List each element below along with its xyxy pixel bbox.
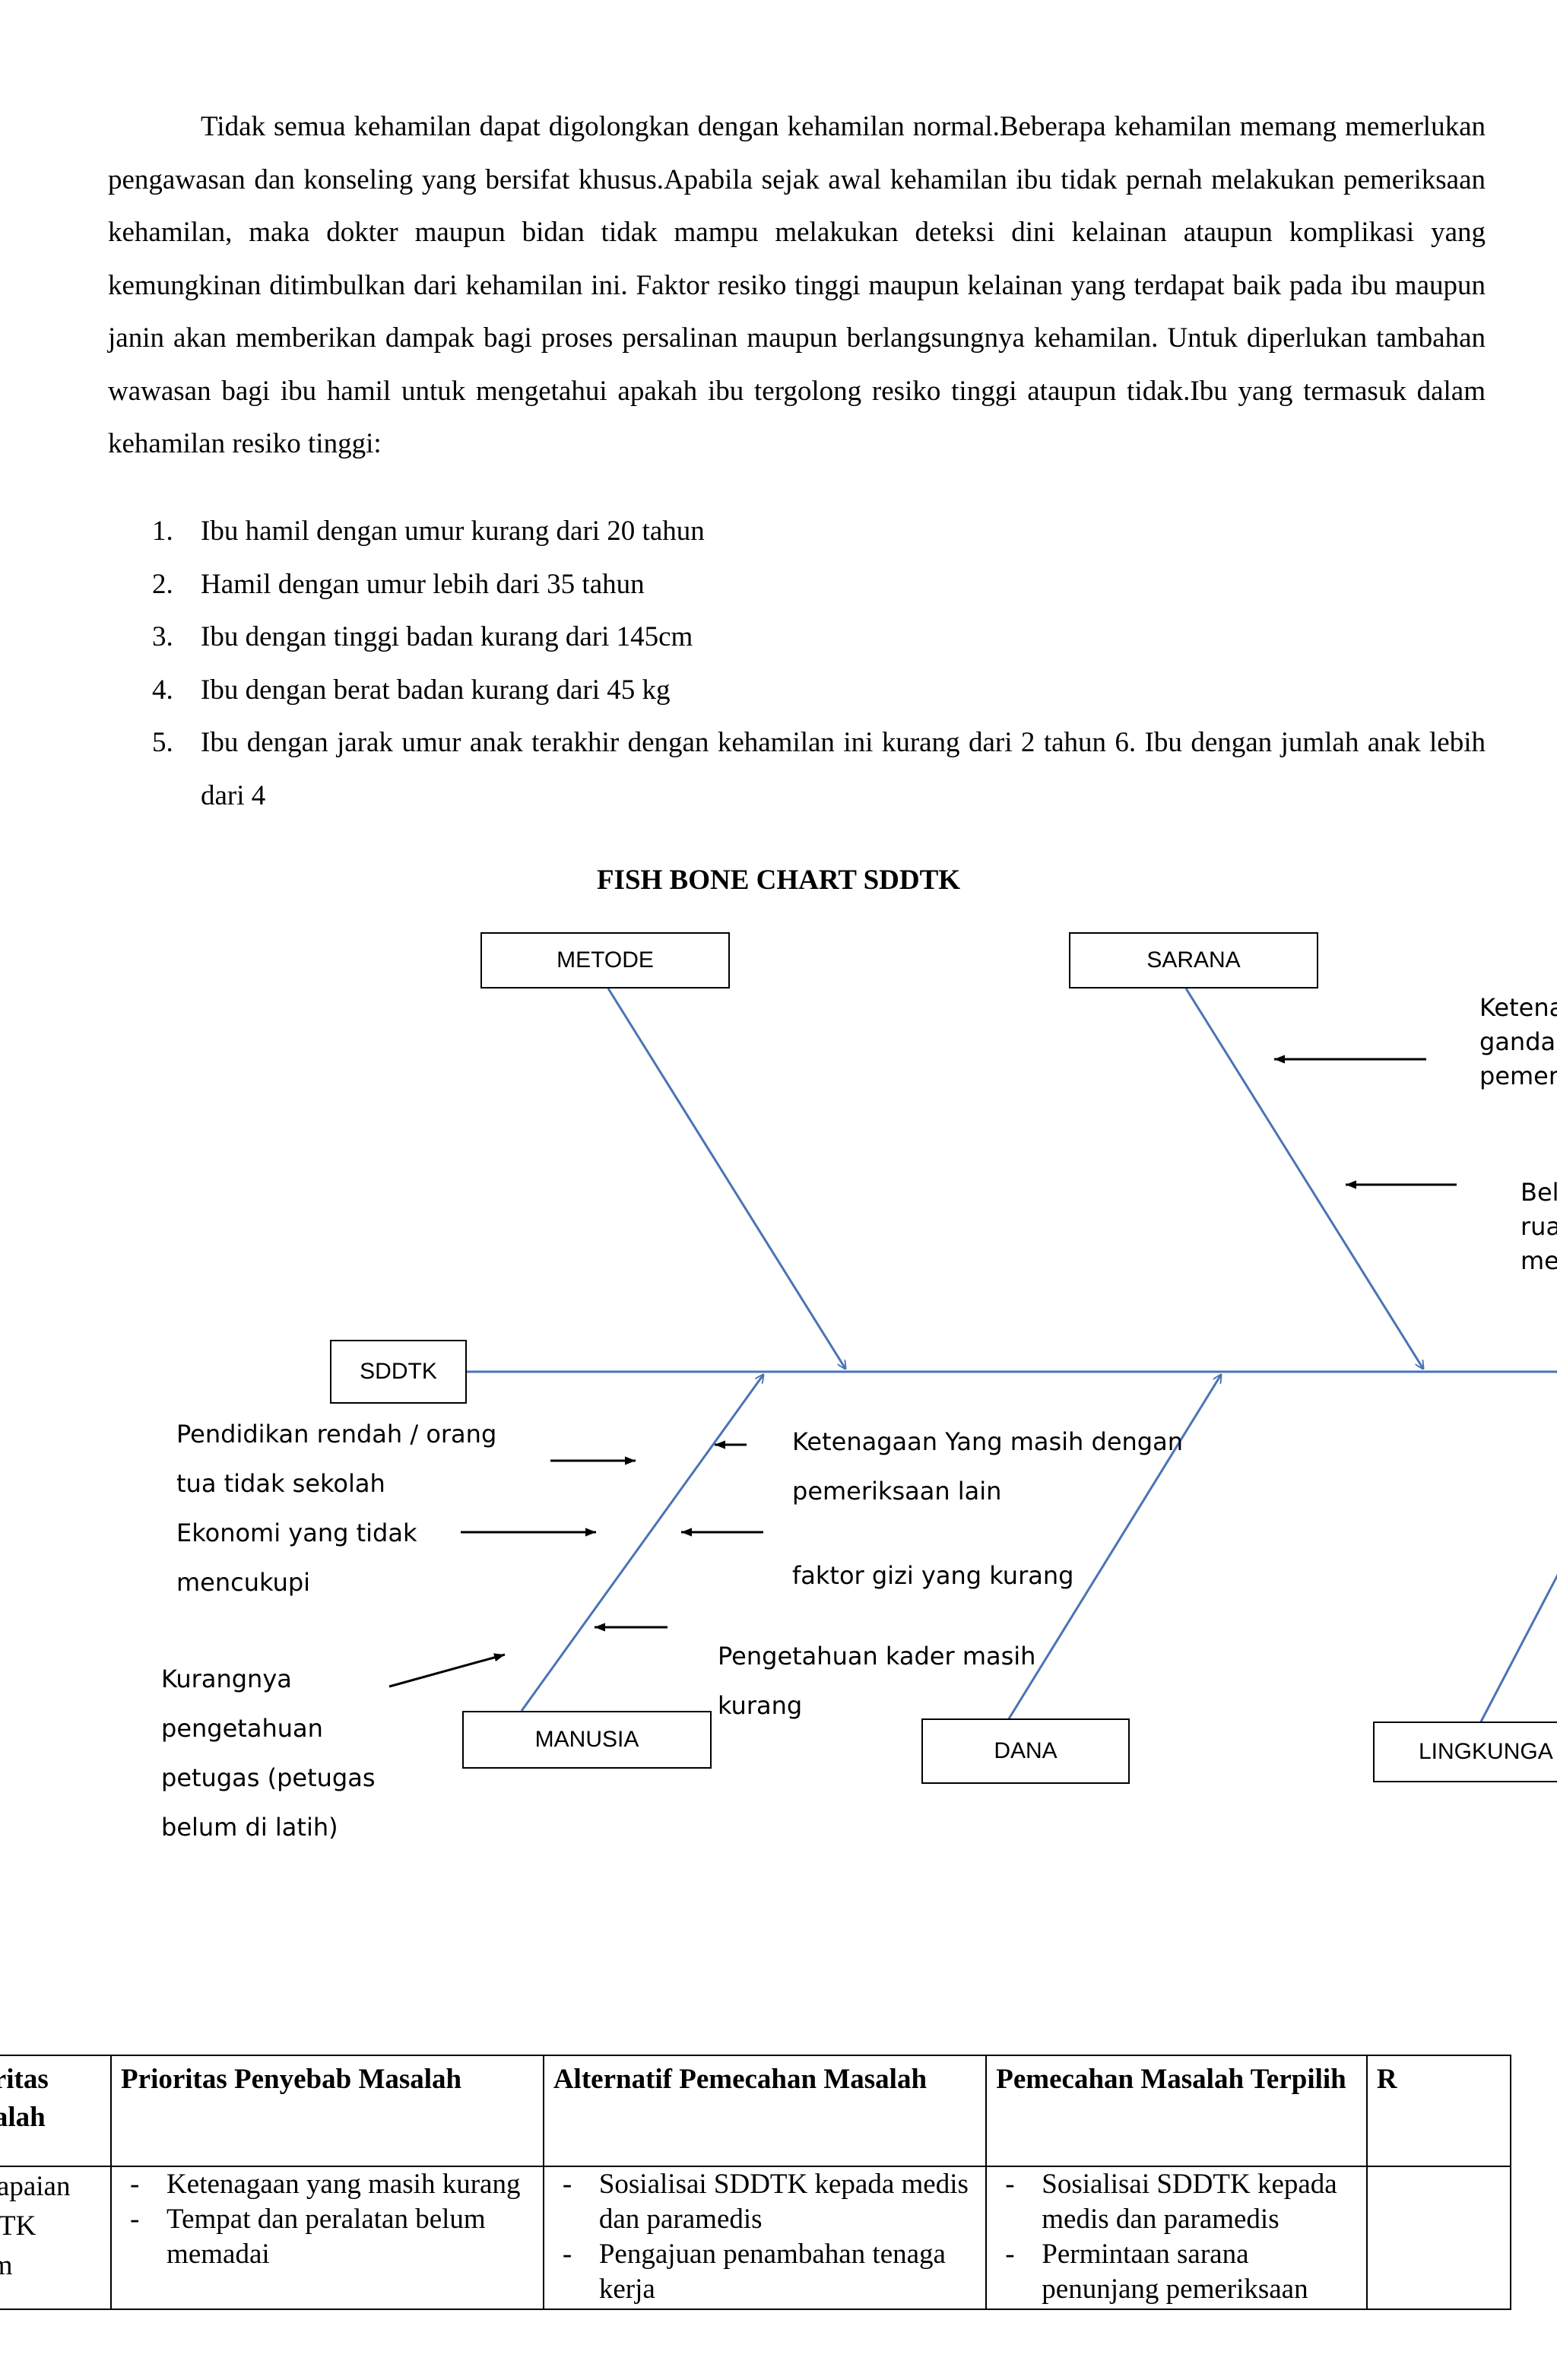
cell-masalah: Pencapaian SDDTK belum (0, 2166, 113, 2310)
list-item: Sosialisai SDDTK kepada medis dan parame… (996, 2167, 1357, 2237)
metode-bone (607, 988, 845, 1369)
list-item: Ketenagaan yang masih kurang (121, 2167, 534, 2202)
metode-box: METODE (480, 932, 730, 988)
list-item: 5.Ibu dengan jarak umur anak terakhir de… (152, 727, 1486, 811)
header-penyebab: Prioritas Penyebab Masalah (110, 2055, 544, 2167)
header-alternatif: Alternatif Pemecahan Masalah (542, 2055, 988, 2167)
cause-manusia-4: Ketenagaan Yang masih dengan pemeriksaan… (792, 1427, 1183, 1506)
list-item: 3.Ibu dengan tinggi badan kurang dari 14… (152, 621, 693, 652)
list-item: Pengajuan penambahan tenaga kerja (553, 2237, 976, 2307)
intro-paragraph: Tidak semua kehamilan dapat digolongkan … (108, 100, 1486, 471)
lingkungan-bone (1478, 1573, 1557, 1725)
manusia-box: MANUSIA (462, 1711, 712, 1769)
cause-sarana-1: Ketena ganda d pemeri (1479, 993, 1557, 1090)
priority-table: Prioritas Masalah Prioritas Penyebab Mas… (0, 2055, 1512, 2310)
dana-bone (1007, 1375, 1221, 1721)
header-terpilih: Pemecahan Masalah Terpilih (985, 2055, 1368, 2167)
list-item: 4.Ibu dengan berat badan kurang dari 45 … (152, 674, 671, 706)
cell-r (1365, 2166, 1512, 2310)
cause-manusia-6: Pengetahuan kader masih kurang (718, 1642, 1036, 1720)
lingkungan-box: LINGKUNGA (1373, 1722, 1557, 1782)
sddtk-head-box: SDDTK (330, 1340, 467, 1404)
cause-manusia-5: faktor gizi yang kurang (792, 1561, 1074, 1590)
arrow-manusia-3 (388, 1653, 506, 1688)
sarana-box: SARANA (1069, 932, 1318, 988)
sarana-bone (1184, 988, 1423, 1369)
cause-sarana-2: Bel rua me (1521, 1178, 1557, 1275)
list-item: 2.Hamil dengan umur lebih dari 35 tahun (152, 568, 645, 600)
cause-manusia-3: Kurangnya pengetahuan petugas (petugas b… (161, 1664, 376, 1842)
header-prioritas-masalah: Prioritas Masalah (0, 2055, 113, 2167)
table-header-row: Prioritas Masalah Prioritas Penyebab Mas… (0, 2055, 1512, 2167)
table-row: Pencapaian SDDTK belum Ketenagaan yang m… (0, 2166, 1512, 2310)
list-item: 1.Ibu hamil dengan umur kurang dari 20 t… (152, 516, 705, 547)
list-item: Permintaan sarana penunjang pemeriksaan (996, 2237, 1357, 2307)
cell-terpilih: Sosialisai SDDTK kepada medis dan parame… (985, 2166, 1368, 2310)
table-viewport: Prioritas Masalah Prioritas Penyebab Mas… (0, 2045, 1557, 2380)
fishbone-title: FISH BONE CHART SDDTK (596, 865, 961, 896)
dana-box: DANA (921, 1718, 1130, 1784)
intro-paragraph-text: Tidak semua kehamilan dapat digolongkan … (108, 111, 1486, 459)
list-item: Tempat dan peralatan belum memadai (121, 2202, 534, 2272)
cause-manusia-2: Ekonomi yang tidak mencukupi (176, 1518, 417, 1597)
risk-list: 1.Ibu hamil dengan umur kurang dari 20 t… (108, 505, 1486, 822)
list-item: Sosialisai SDDTK kepada medis dan parame… (553, 2167, 976, 2237)
cell-alternatif: Sosialisai SDDTK kepada medis dan parame… (542, 2166, 988, 2310)
cause-manusia-1: Pendidikan rendah / orang tua tidak seko… (176, 1420, 497, 1498)
cell-penyebab: Ketenagaan yang masih kurang Tempat dan … (110, 2166, 544, 2310)
manusia-bone (520, 1375, 763, 1712)
header-r: R (1365, 2055, 1512, 2167)
